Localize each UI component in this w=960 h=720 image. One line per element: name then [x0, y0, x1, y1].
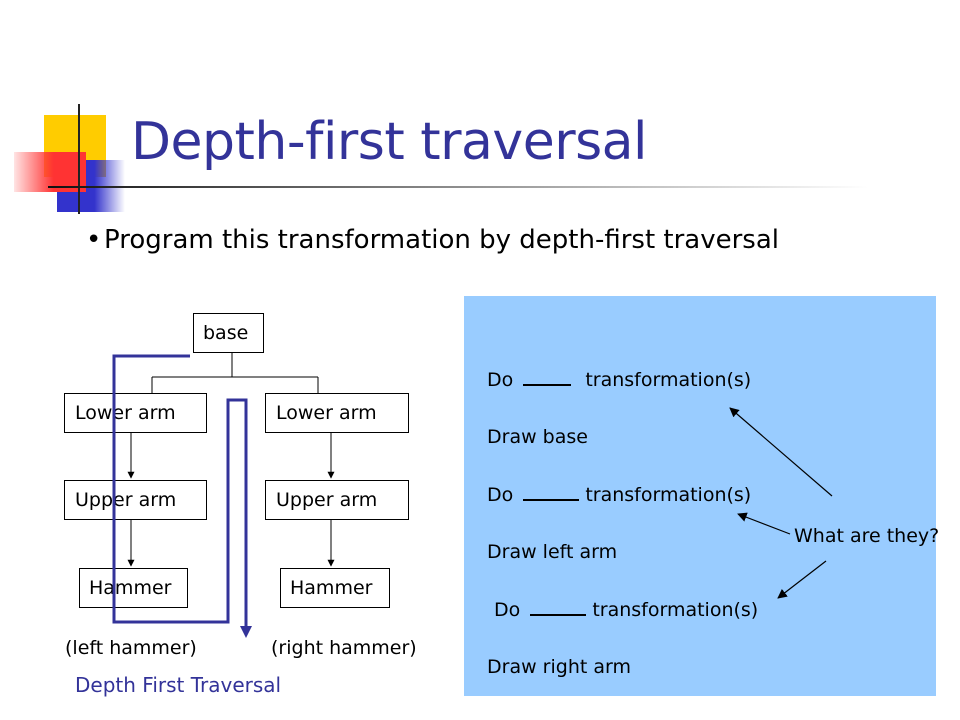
step-do-2-post: transformation(s) [585, 484, 752, 506]
node-base: base [193, 313, 264, 353]
question-arrows [729, 407, 833, 599]
slide-title: Depth-first traversal [131, 112, 647, 172]
deco-vertical-rule [78, 104, 80, 214]
traversal-path-arrowhead [240, 626, 252, 638]
node-left-lower-arm: Lower arm [64, 393, 207, 433]
arrow-to-step-3 [777, 560, 827, 599]
edge-base-split [151, 353, 319, 393]
code-panel: Do transformation(s) Draw base Do transf… [464, 296, 940, 696]
step-do-1-blank [523, 368, 572, 386]
deco-red-block [14, 152, 86, 192]
step-do-3-post: transformation(s) [592, 599, 759, 621]
bullet-point: •Program this transformation by depth-fi… [86, 225, 779, 255]
question-label: What are they? [794, 525, 940, 547]
title-underline [48, 186, 868, 188]
tree-edges [151, 353, 319, 393]
depth-first-traversal-caption: Depth First Traversal [75, 673, 282, 697]
step-do-1-post: transformation(s) [585, 369, 752, 391]
arrow-to-step-2 [737, 512, 791, 535]
step-do-3-blank [530, 598, 587, 616]
step-do-2-blank [523, 483, 580, 501]
node-left-upper-arm: Upper arm [64, 480, 207, 520]
node-right-upper-arm: Upper arm [265, 480, 409, 520]
node-right-hammer: Hammer [280, 568, 390, 608]
step-do-3: Do transformation(s) [494, 598, 758, 621]
step-draw-base: Draw base [487, 426, 588, 448]
caption-right-hammer: (right hammer) [271, 637, 417, 659]
node-right-lower-arm: Lower arm [265, 393, 409, 433]
bullet-dot: • [86, 225, 102, 255]
step-draw-left-arm: Draw left arm [487, 541, 618, 563]
step-do-2: Do transformation(s) [487, 483, 751, 506]
step-draw-right-arm: Draw right arm [487, 656, 631, 678]
bullet-text: Program this transformation by depth-fir… [104, 225, 780, 255]
step-do-1: Do transformation(s) [487, 368, 751, 391]
tree-arrows [127, 433, 335, 567]
node-left-hammer: Hammer [79, 568, 188, 608]
step-do-3-pre: Do [494, 599, 521, 621]
caption-left-hammer: (left hammer) [65, 637, 197, 659]
arrow-to-step-1 [729, 407, 833, 497]
step-do-2-pre: Do [487, 484, 514, 506]
step-do-1-pre: Do [487, 369, 514, 391]
